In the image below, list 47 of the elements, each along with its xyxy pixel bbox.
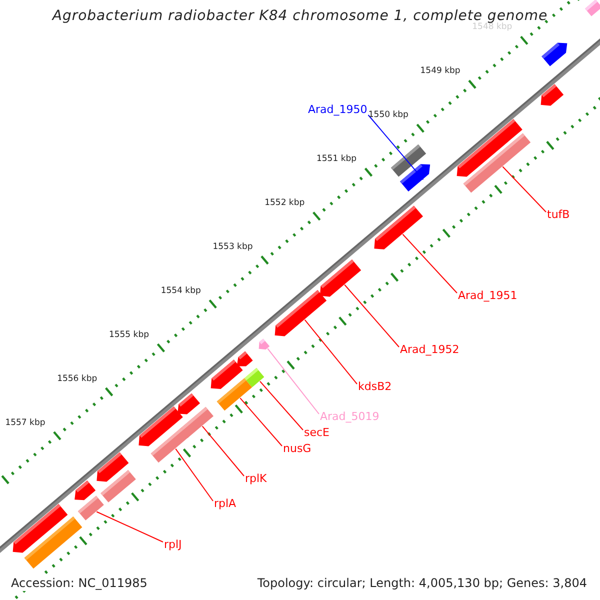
gene-segment (236, 351, 253, 366)
tick-label: 1554 kbp (160, 286, 201, 296)
tick-label: 1550 kbp (368, 110, 408, 120)
tick-label: 1552 kbp (264, 198, 305, 208)
leader-line (402, 234, 458, 294)
gene-label: nusG (283, 442, 312, 455)
leader-line (259, 380, 304, 430)
gene-segment (210, 360, 243, 389)
gene-segment (178, 393, 200, 414)
gene-segment (540, 84, 564, 106)
gene-label: Arad_1952 (400, 343, 460, 356)
gene-label: Arad_1950 (308, 103, 368, 116)
tick-label: 1557 kbp (5, 418, 46, 428)
leader-line (175, 448, 214, 502)
gene-segment (542, 42, 568, 66)
gene-segment (456, 119, 522, 177)
tick-label: 1553 kbp (212, 242, 253, 252)
leader-line (267, 348, 320, 414)
gene-label: Arad_1951 (458, 289, 518, 302)
leader-line (304, 319, 358, 384)
gene-label: rplK (245, 472, 267, 485)
gene-label: kdsB2 (358, 380, 392, 393)
gene-bar (390, 144, 426, 177)
gene-bar (24, 516, 82, 569)
gene-bar (585, 0, 600, 16)
gene-label: Arad_5019 (320, 410, 380, 423)
gene-segment (258, 338, 270, 350)
gene-segment (138, 406, 183, 446)
title: Agrobacterium radiobacter K84 chromosome 1, complete genome (50, 8, 549, 24)
leader-line (502, 166, 546, 212)
gene-label: rplA (214, 497, 236, 510)
tick-label: 1549 kbp (420, 66, 460, 76)
gene-label: rplJ (164, 538, 182, 551)
tick-label: 1551 kbp (316, 154, 357, 164)
leader-line (202, 426, 244, 476)
leader-line (344, 284, 400, 348)
leader-line (240, 398, 282, 446)
gene-segment (320, 260, 362, 297)
gene-label: tufB (547, 208, 570, 221)
gene-label: secE (304, 426, 330, 439)
gene-segment (274, 290, 327, 336)
tick-label: 1556 kbp (57, 374, 98, 384)
gene-segment (74, 480, 96, 500)
gene-segment (374, 206, 423, 250)
leader-line (368, 114, 424, 180)
tick-label: 1555 kbp (108, 330, 150, 340)
gene-bar (100, 470, 136, 502)
